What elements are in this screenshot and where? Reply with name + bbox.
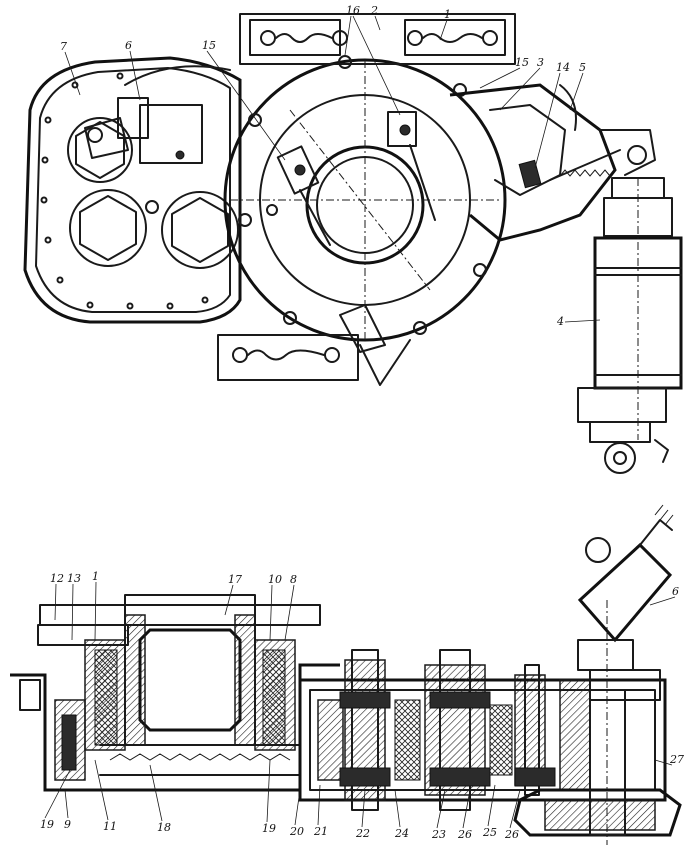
callout-5: 5: [579, 61, 586, 74]
starter-motor: [84, 97, 203, 164]
bearings: [339, 691, 556, 787]
bottom-bracket: [217, 334, 411, 386]
callout-21: 21: [313, 825, 328, 838]
callout-2: 2: [370, 4, 378, 17]
callout-26a: 26: [457, 828, 472, 841]
callout-4: 4: [556, 315, 564, 328]
callout-1: 1: [444, 8, 451, 21]
callout-3: 3: [537, 56, 544, 69]
callout-15a: 15: [202, 39, 216, 52]
callout-10: 10: [268, 573, 282, 586]
bottom-labels: 12 13 1 17 10 8 6 27 19 9 11 18 19 20 21…: [40, 570, 684, 841]
callout-7: 7: [60, 40, 67, 53]
top-bracket: [239, 13, 516, 65]
callout-13: 13: [67, 572, 81, 585]
callout-1b: 1: [92, 570, 99, 583]
bottom-view: [10, 504, 682, 845]
shock-absorber: [577, 177, 683, 474]
callout-8: 8: [290, 573, 297, 586]
callout-26b: 26: [504, 828, 519, 841]
callout-23: 23: [431, 828, 446, 841]
callout-14: 14: [556, 61, 570, 74]
top-labels: 16 2 1 7 6 15 15 3 14 5 4: [60, 4, 601, 328]
callout-16: 16: [346, 4, 360, 17]
callout-19a: 19: [40, 818, 54, 831]
top-view: [23, 13, 683, 474]
callout-9: 9: [64, 818, 71, 831]
tension-arm: [449, 83, 656, 242]
callout-25: 25: [482, 826, 497, 839]
callout-15b: 15: [515, 56, 529, 69]
callout-11: 11: [103, 820, 117, 833]
callout-19b: 19: [262, 822, 276, 835]
callout-12: 12: [50, 572, 64, 585]
callout-6b: 6: [672, 585, 679, 598]
main-flange: [223, 55, 507, 353]
housing-bolts: [40, 72, 209, 310]
callout-24: 24: [394, 827, 409, 840]
callout-18: 18: [157, 821, 171, 834]
housing-outline: [23, 56, 242, 324]
callout-17: 17: [228, 573, 242, 586]
callout-22: 22: [355, 827, 370, 840]
callout-6: 6: [125, 39, 132, 52]
callout-27: 27: [669, 753, 684, 766]
callout-20: 20: [289, 825, 304, 838]
